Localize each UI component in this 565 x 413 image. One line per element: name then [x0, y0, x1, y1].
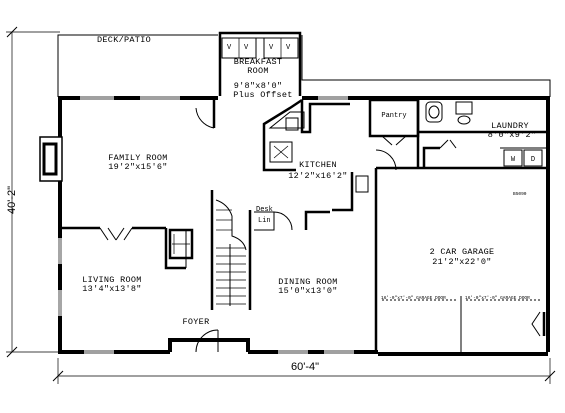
deck-label: DECK/PATIO — [97, 35, 151, 45]
breakfast-name-1: BREAKFAST — [234, 57, 283, 67]
dining-room-name: DINING ROOM — [278, 277, 337, 287]
garage-door-markers — [382, 296, 540, 352]
window-mark-1: V — [227, 44, 232, 52]
dryer-label: D — [531, 156, 535, 164]
garage-door-right-label: 16'-0"x7'-0" GARAGE DOOR — [465, 295, 530, 301]
window-mark-4: V — [286, 44, 291, 52]
depth-dimension-label: 40'-2" — [6, 186, 18, 214]
family-room-name: FAMILY ROOM — [108, 153, 167, 163]
garage-dim: 21'2"x22'0" — [432, 257, 491, 267]
laundry-dim: 8'0"x9'2" — [488, 130, 537, 140]
garage-name: 2 CAR GARAGE — [430, 247, 495, 257]
desk-label: Desk — [256, 206, 273, 214]
living-room-dim: 13'4"x13'8" — [82, 284, 141, 294]
foyer-name: FOYER — [182, 317, 209, 327]
deck-patio — [57, 34, 551, 97]
breakfast-bay — [218, 31, 302, 96]
kitchen-dim: 12'2"x16'2" — [288, 171, 347, 181]
interior-walls — [60, 98, 548, 353]
laundry-name: LAUNDRY — [491, 121, 529, 131]
dining-room-dim: 15'0"x13'0" — [278, 286, 337, 296]
family-room-dim: 19'2"x15'6" — [108, 162, 167, 172]
breakfast-dim-1: 9'8"x8'0" — [234, 81, 283, 91]
width-dimension-label: 60'-4" — [291, 361, 319, 373]
lin-label: Lin — [258, 217, 271, 225]
dimension-lines — [6, 26, 556, 384]
washer-label: W — [511, 156, 516, 164]
window-mark-2: V — [244, 44, 249, 52]
fireplace — [39, 136, 63, 182]
pantry-name: Pantry — [381, 112, 406, 120]
garage-door-left-label: 16'-0"x7'-0" GARAGE DOOR — [381, 295, 446, 301]
breakfast-dim-2: Plus Offset — [233, 90, 292, 100]
plan-id: B5090 — [513, 191, 527, 197]
breakfast-name-2: ROOM — [247, 66, 269, 76]
window-mark-3: V — [269, 44, 274, 52]
exterior-walls — [57, 95, 550, 356]
living-room-name: LIVING ROOM — [82, 275, 141, 285]
staircase — [215, 199, 247, 306]
kitchen-name: KITCHEN — [299, 160, 337, 170]
